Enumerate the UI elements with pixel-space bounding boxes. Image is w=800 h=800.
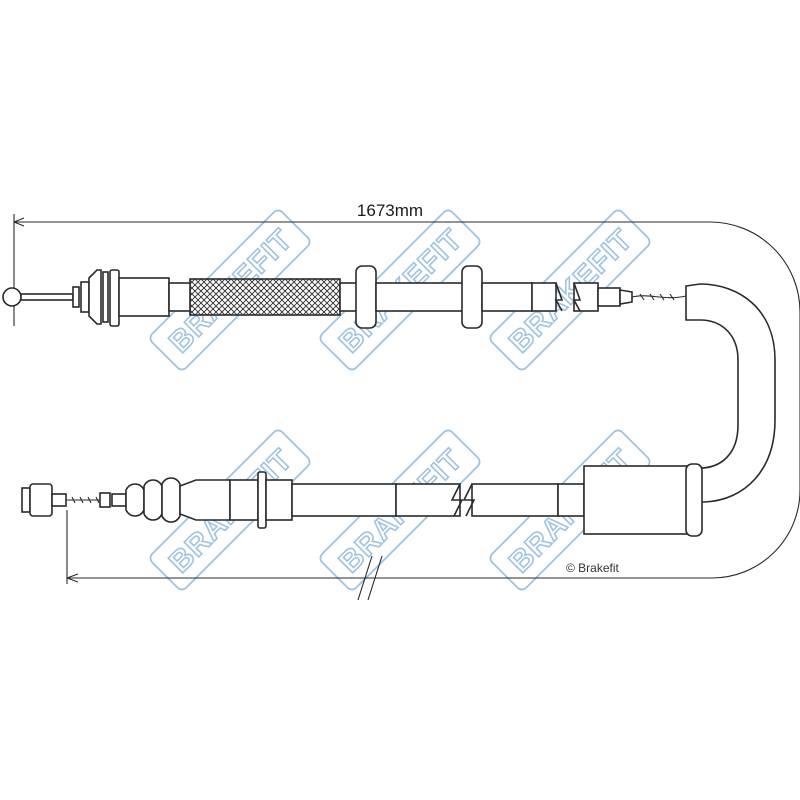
- length-dimension-label: 1673mm: [357, 201, 423, 220]
- braided-sleeve: [189, 278, 341, 316]
- rubber-boot: [161, 477, 181, 523]
- dimension-line: 1673mm: [13, 201, 800, 601]
- watermarks: BRAKEFIT BRAKEFIT BRAKEFIT BRAKEFIT BRAK…: [149, 209, 651, 591]
- ball-end-fitting: [2, 287, 22, 307]
- upper-cable-run: [2, 265, 776, 503]
- copyright-label: © Brakefit: [566, 561, 620, 575]
- bent-outer-sleeve: [685, 283, 776, 503]
- grommet: [685, 463, 703, 537]
- adjuster-flange: [109, 269, 120, 327]
- outer-sleeve: [583, 465, 691, 535]
- grommet: [461, 265, 483, 329]
- grommet: [355, 265, 377, 329]
- mounting-bracket: [257, 471, 267, 529]
- barrel-end-fitting: [29, 483, 53, 517]
- lower-cable-run: [21, 463, 703, 537]
